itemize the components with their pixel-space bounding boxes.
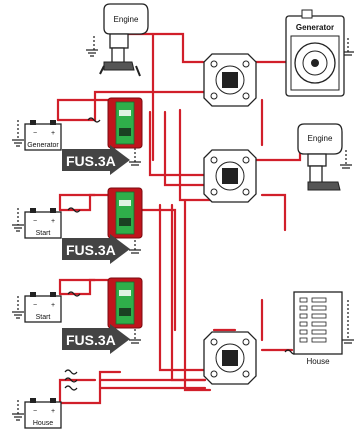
ground-symbol <box>12 413 24 421</box>
inline-fuses <box>64 117 298 391</box>
inline-fuse-icon <box>67 207 81 213</box>
fuse-arrow-1: FUS.3A <box>62 145 130 175</box>
battery-switch-1 <box>203 53 257 107</box>
svg-text:−: − <box>33 302 37 309</box>
svg-text:−: − <box>33 408 37 415</box>
inline-fuse-icon <box>64 369 78 375</box>
red-wires <box>56 32 302 405</box>
ground-symbol <box>86 49 98 57</box>
house-panel-label: House <box>306 357 330 366</box>
svg-text:+: + <box>51 218 55 225</box>
engine-top: Engine <box>99 3 149 77</box>
fuse-1-label: FUS.3A <box>66 153 116 169</box>
battery-switch-3 <box>203 331 257 385</box>
relay-3 <box>107 277 143 329</box>
engine-top-label: Engine <box>114 15 139 24</box>
fuse-arrow-2: FUS.3A <box>62 234 130 264</box>
battery-generator: − + Generator <box>24 120 62 151</box>
house-panel: House <box>293 291 343 366</box>
ground-symbol <box>12 224 24 232</box>
inline-fuse-icon <box>87 117 101 123</box>
inline-fuse-icon <box>64 385 78 391</box>
svg-text:+: + <box>51 302 55 309</box>
ground-symbol <box>340 164 352 169</box>
ground-symbol <box>129 339 141 344</box>
generator: Generator <box>285 9 345 97</box>
breaker-switches <box>299 297 327 343</box>
ground-symbol <box>129 249 141 254</box>
ground-symbol <box>342 339 354 344</box>
inline-fuse-icon <box>67 291 81 297</box>
fuse-2-label: FUS.3A <box>66 242 116 258</box>
relay-2 <box>107 187 143 239</box>
inline-fuse-icon <box>64 377 78 383</box>
ground-symbol <box>12 139 24 147</box>
battery-house-label: House <box>33 420 53 427</box>
battery-switch-2 <box>203 149 257 203</box>
battery-house: − + House <box>24 398 62 429</box>
fuse-arrow-3: FUS.3A <box>62 324 130 354</box>
fuse-3-label: FUS.3A <box>66 332 116 348</box>
engine-right: Engine <box>297 123 343 191</box>
svg-text:+: + <box>51 408 55 415</box>
svg-text:+: + <box>51 130 55 137</box>
battery-start-2: − + Start <box>24 292 62 323</box>
svg-text:−: − <box>33 218 37 225</box>
engine-right-label: Engine <box>308 134 333 143</box>
ground-symbols <box>12 49 354 421</box>
ground-symbol <box>129 161 141 166</box>
svg-text:−: − <box>33 130 37 137</box>
generator-label: Generator <box>296 23 334 32</box>
battery-generator-label: Generator <box>27 142 59 149</box>
relay-1 <box>107 97 143 149</box>
ground-symbol <box>12 311 24 319</box>
battery-start-1-label: Start <box>36 230 51 237</box>
battery-start-2-label: Start <box>36 314 51 321</box>
battery-start-1: − + Start <box>24 208 62 239</box>
